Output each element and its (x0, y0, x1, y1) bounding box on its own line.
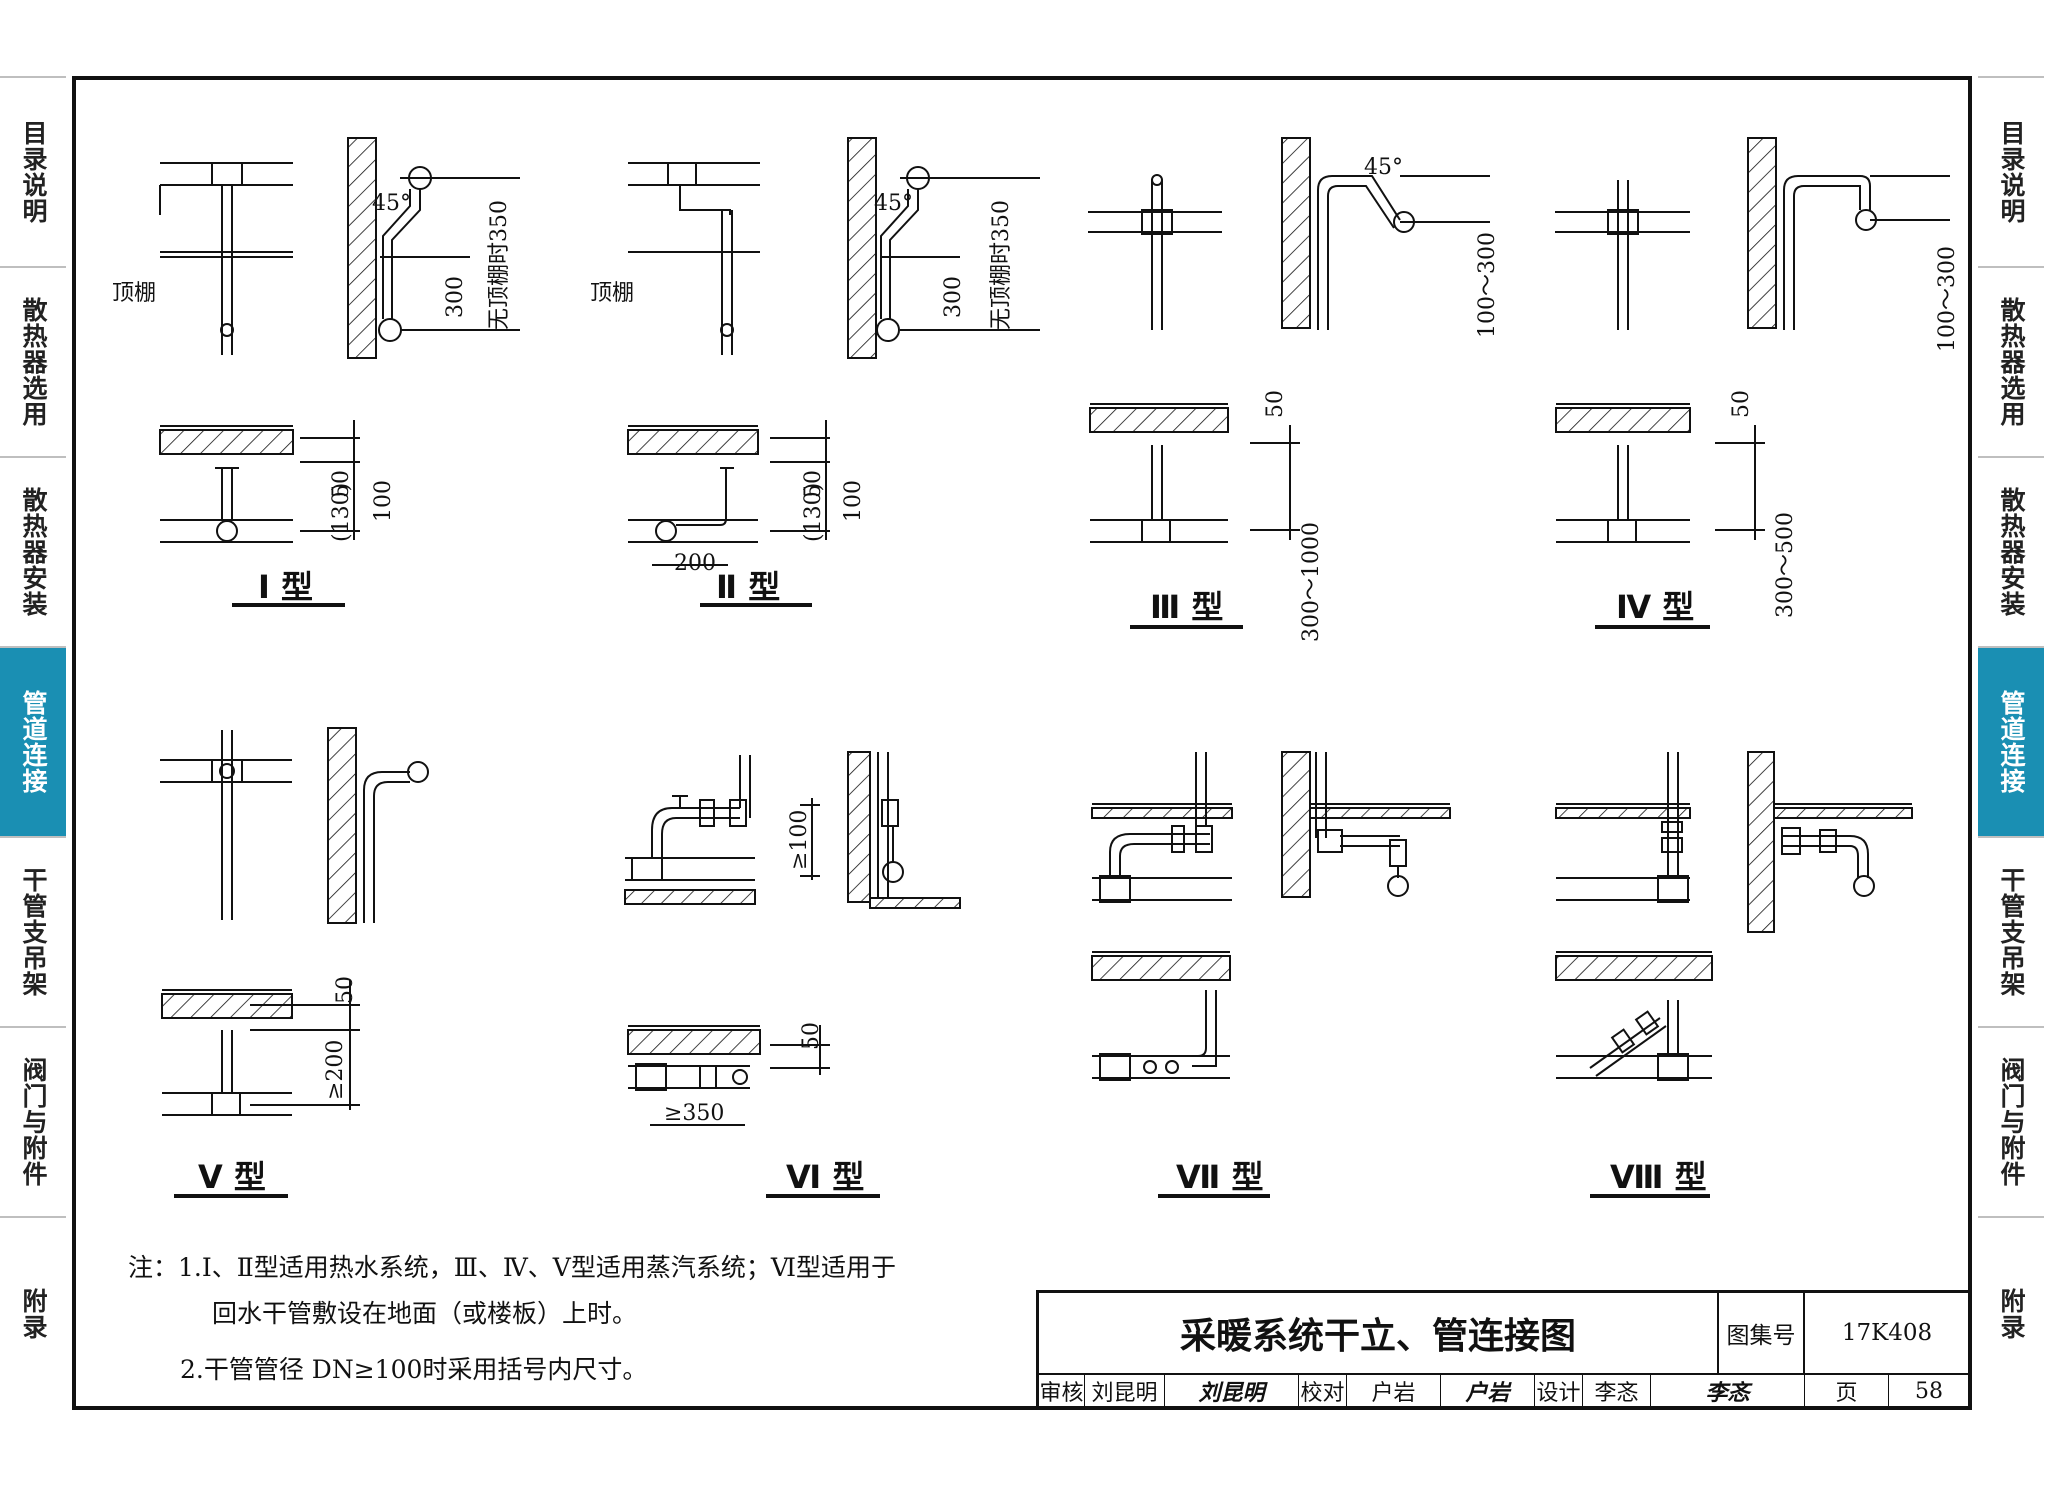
drawing-frame (72, 76, 1972, 1410)
dim-45-deg-3: 45° (1364, 155, 1403, 180)
dim-50-3: 50 (1263, 390, 1288, 418)
dim-200: 200 (674, 551, 716, 576)
type-label-1: Ⅰ 型 (258, 568, 313, 606)
tab-pipe-connection[interactable]: 管道连接 (0, 646, 66, 836)
dim-300-500: 300～500 (1773, 512, 1798, 618)
type6-section (627, 1025, 880, 1198)
type-label-3: Ⅲ 型 (1150, 588, 1223, 626)
tab-radiator-selection-right[interactable]: 散热器选用 (1978, 266, 2044, 456)
dim-100-2: 100 (841, 480, 866, 522)
type3-plan (1088, 174, 1222, 330)
dim-45-deg: 45° (372, 191, 411, 216)
type5-plan (160, 730, 292, 920)
dim-50-6: 50 (799, 1022, 824, 1050)
type3-section (1089, 403, 1300, 629)
drawing-title: 采暖系统干立、管连接图 (1039, 1293, 1719, 1375)
dim-100-300: 100～300 (1475, 232, 1500, 338)
left-side-tabs: 目录说明 散热器选用 散热器安装 管道连接 干管支吊架 阀门与附件 附录 (0, 76, 66, 1410)
type-label-4: Ⅳ 型 (1616, 588, 1694, 626)
dim-ge350: ≥350 (664, 1101, 724, 1126)
type2-section (627, 420, 830, 607)
type1-elevation (347, 137, 520, 359)
tab-radiator-selection[interactable]: 散热器选用 (0, 266, 66, 456)
tab-valves-accessories[interactable]: 阀门与附件 (0, 1026, 66, 1216)
dim-350-no-ceiling: 无顶棚时350 (487, 200, 512, 330)
dim-300: 300 (443, 276, 468, 318)
dim-350-no-ceiling-2: 无顶棚时350 (989, 200, 1014, 330)
tab-appendix-right[interactable]: 附录 (1978, 1216, 2044, 1410)
type5-section (161, 980, 360, 1198)
type7-section (1091, 951, 1270, 1198)
type4-elevation (1747, 137, 1950, 330)
type8-plan (1555, 752, 1691, 903)
type-label-7: Ⅶ 型 (1176, 1158, 1264, 1196)
type4-section (1555, 403, 1765, 629)
type3-elevation (1281, 137, 1490, 330)
atlas-number-label: 图集号 (1719, 1293, 1805, 1375)
type-label-5: Ⅴ 型 (198, 1158, 266, 1196)
dim-300-1000: 300～1000 (1299, 522, 1324, 642)
type6-elevation (800, 751, 961, 909)
page-label: 页 (1805, 1375, 1889, 1407)
checker-signature: 户岩 (1441, 1375, 1535, 1407)
note-line-3: 2.干管管径 DN≥100时采用括号内尺寸。 (180, 1355, 648, 1384)
dim-100: 100 (371, 480, 396, 522)
design-label: 设计 (1535, 1375, 1583, 1407)
ceiling-label: 顶棚 (112, 281, 156, 306)
right-side-tabs: 目录说明 散热器选用 散热器安装 管道连接 干管支吊架 阀门与附件 附录 (1978, 76, 2044, 1410)
type-label-2: Ⅱ 型 (716, 568, 780, 606)
dim-45-deg-2: 45° (874, 191, 913, 216)
type1-section (159, 420, 360, 607)
note-line-1: 注：1.Ⅰ、Ⅱ型适用热水系统，Ⅲ、Ⅳ、Ⅴ型适用蒸汽系统；Ⅵ型适用于 (128, 1253, 897, 1282)
tab-radiator-installation[interactable]: 散热器安装 (0, 456, 66, 646)
type6-plan (624, 755, 756, 905)
type5-elevation (327, 727, 429, 924)
reviewer-name: 刘昆明 (1085, 1375, 1165, 1407)
reviewer-signature: 刘昆明 (1165, 1375, 1299, 1407)
title-block: 采暖系统干立、管连接图 图集号 17K408 审核 刘昆明 刘昆明 校对 户岩 … (1036, 1290, 1972, 1410)
dim-100-300-2: 100～300 (1935, 246, 1960, 352)
page-number: 58 (1915, 1378, 1943, 1404)
dim-50: 50 (329, 470, 354, 498)
type1-plan (159, 162, 293, 355)
type-label-6: Ⅵ 型 (786, 1158, 864, 1196)
type-label-8: Ⅷ 型 (1610, 1158, 1707, 1196)
tab-main-pipe-support[interactable]: 干管支吊架 (0, 836, 66, 1026)
type8-section (1555, 951, 1713, 1198)
type2-plan (628, 162, 760, 355)
tab-valves-accessories-right[interactable]: 阀门与附件 (1978, 1026, 2044, 1216)
tab-pipe-connection-right[interactable]: 管道连接 (1978, 646, 2044, 836)
type7-plan (1091, 752, 1233, 903)
designer-name: 李忞 (1583, 1375, 1651, 1407)
tab-contents[interactable]: 目录说明 (0, 76, 66, 266)
designer-signature: 李忞 (1651, 1375, 1805, 1407)
ceiling-label-2: 顶棚 (590, 281, 634, 306)
type2-elevation (847, 137, 1040, 359)
checker-name: 户岩 (1347, 1375, 1441, 1407)
dim-50-2: 50 (801, 470, 826, 498)
dim-ge200: ≥200 (323, 1040, 348, 1100)
dim-130-2: (130) (801, 483, 826, 542)
type8-elevation (1747, 751, 1913, 933)
note-line-2: 回水干管敷设在地面（或楼板）上时。 (212, 1299, 638, 1328)
dim-50-5: 50 (333, 976, 358, 1004)
dim-130: (130) (329, 483, 354, 542)
tab-contents-right[interactable]: 目录说明 (1978, 76, 2044, 266)
dim-ge100: ≥100 (787, 810, 812, 870)
dim-50-4: 50 (1729, 390, 1754, 418)
dim-300-2: 300 (941, 276, 966, 318)
tab-appendix[interactable]: 附录 (0, 1216, 66, 1410)
atlas-number: 17K408 (1805, 1293, 1969, 1375)
review-label: 审核 (1039, 1375, 1085, 1407)
tab-main-pipe-support-right[interactable]: 干管支吊架 (1978, 836, 2044, 1026)
tab-radiator-installation-right[interactable]: 散热器安装 (1978, 456, 2044, 646)
type7-elevation (1281, 751, 1451, 898)
type4-plan (1555, 180, 1690, 330)
check-label: 校对 (1299, 1375, 1347, 1407)
